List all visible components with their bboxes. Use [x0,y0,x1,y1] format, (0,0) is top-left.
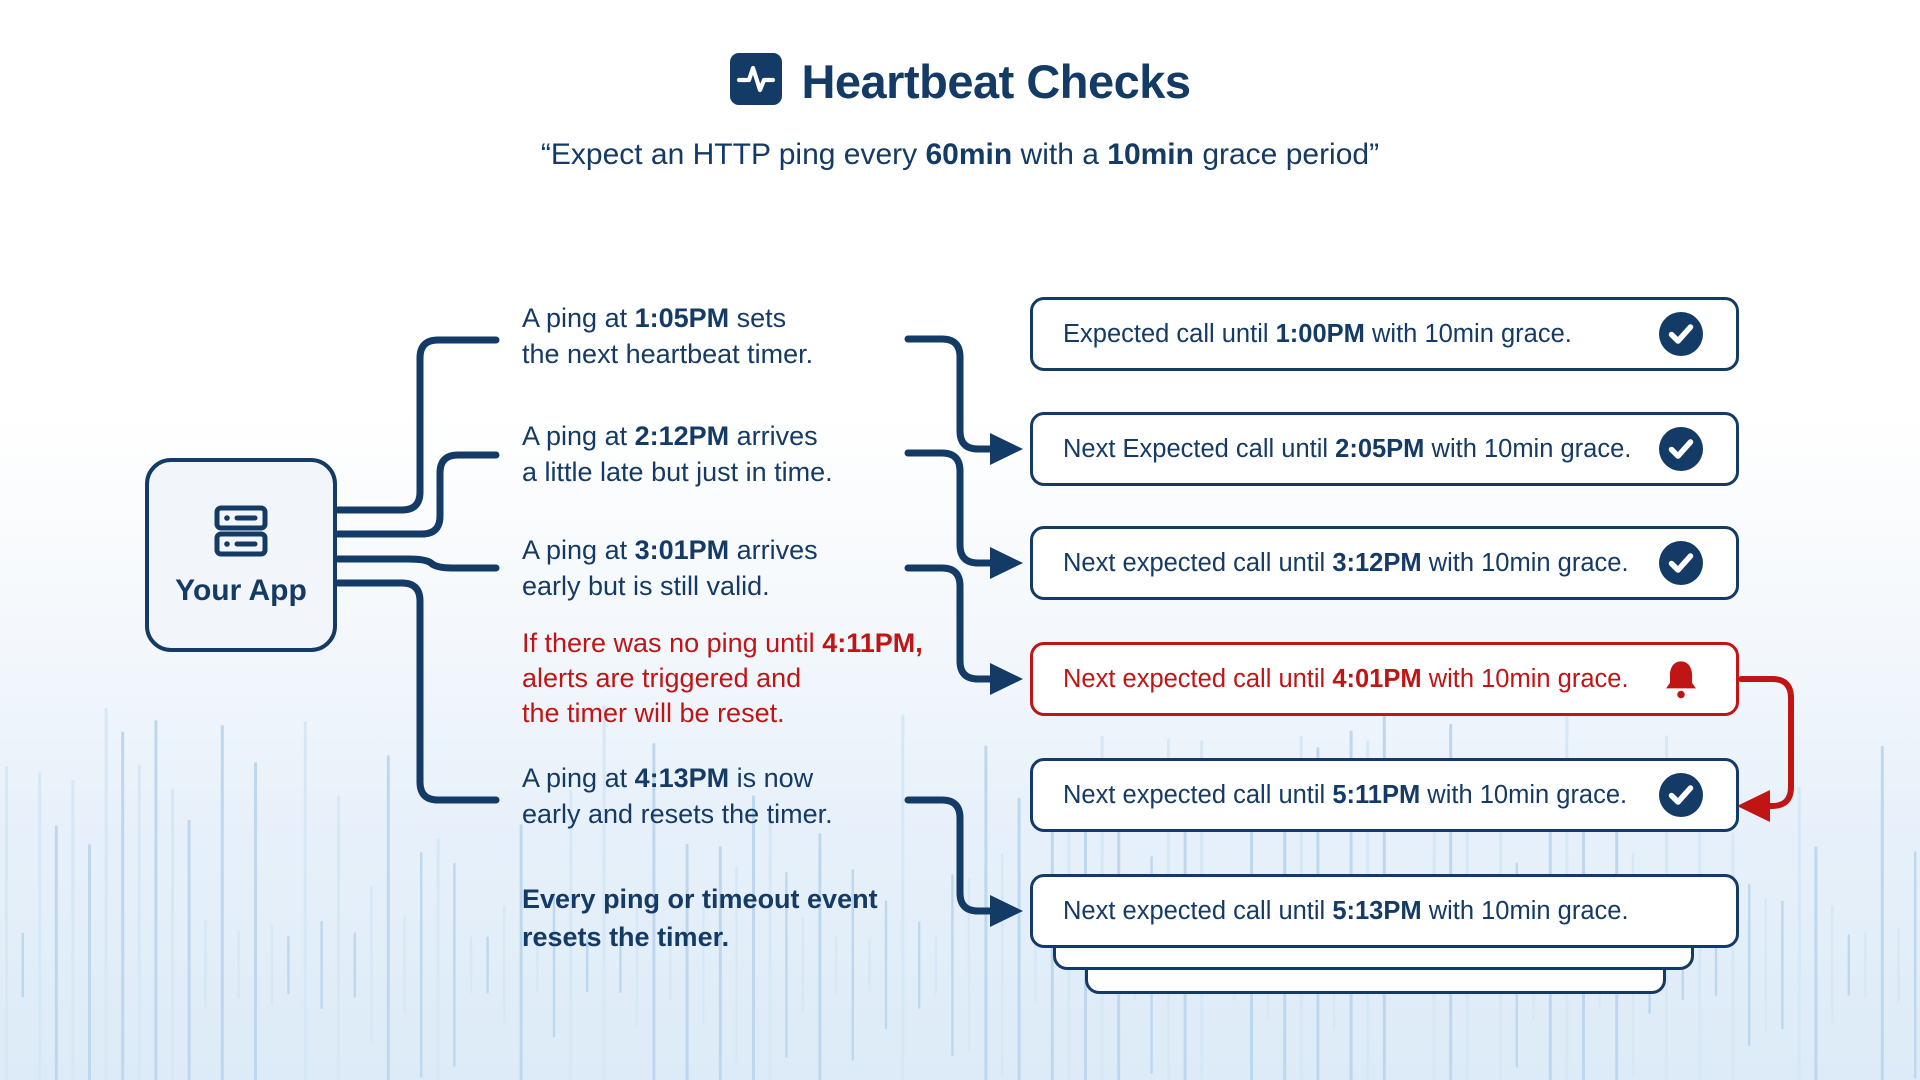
timeline-box-label: Next expected call until 5:11PM with 10m… [1063,780,1628,809]
timeline-box-label: Next Expected call until 2:05PM with 10m… [1063,434,1632,463]
alert-loop-connector [1738,676,1794,809]
timeline-box-5: Next expected call until 5:11PM with 10m… [1030,758,1739,832]
arrowhead-box6 [990,895,1023,927]
check-circle-icon [1659,427,1703,471]
timeline-box-4-alert: Next expected call until 4:01PM with 10m… [1030,642,1739,716]
arrowhead-box3 [990,547,1023,579]
header: Heartbeat Checks [0,52,1920,111]
annotation-timeout-4-11: If there was no ping until 4:11PM,alerts… [522,628,923,728]
timeline-box-label: Expected call until 1:00PM with 10min gr… [1063,319,1572,348]
timeline-box-label: Next expected call until 3:12PM with 10m… [1063,548,1629,577]
heartbeat-activity-icon [729,52,783,111]
timeline-box-6: Next expected call until 5:13PM with 10m… [1030,874,1739,948]
check-circle-icon [1659,773,1703,817]
alert-loop-arrowhead [1737,790,1770,822]
timeline-box-3: Next expected call until 3:12PM with 10m… [1030,526,1739,600]
bracket-to-ping-5 [334,579,500,804]
page-subtitle: “Expect an HTTP ping every 60min with a … [540,138,1380,171]
arrowhead-box4 [990,663,1023,695]
bracket-to-ping-2 [334,451,500,538]
app-node-label: Your App [175,573,307,607]
timeline-box-label: Next expected call until 4:01PM with 10m… [1063,664,1629,693]
bell-icon [1666,661,1696,699]
server-icon [207,503,275,564]
bracket-to-ping-1 [334,336,500,514]
check-circle-icon [1659,312,1703,356]
bracket-to-ping-3 [334,555,500,572]
timeline-box-2: Next Expected call until 2:05PM with 10m… [1030,412,1739,486]
page-title: Heartbeat Checks [801,55,1191,108]
timeline-box-1: Expected call until 1:00PM with 10min gr… [1030,297,1739,371]
app-node: Your App [145,458,337,652]
check-circle-icon [1659,541,1703,585]
arrowhead-box2 [990,433,1023,465]
timeline-box-label: Next expected call until 5:13PM with 10m… [1063,896,1629,925]
